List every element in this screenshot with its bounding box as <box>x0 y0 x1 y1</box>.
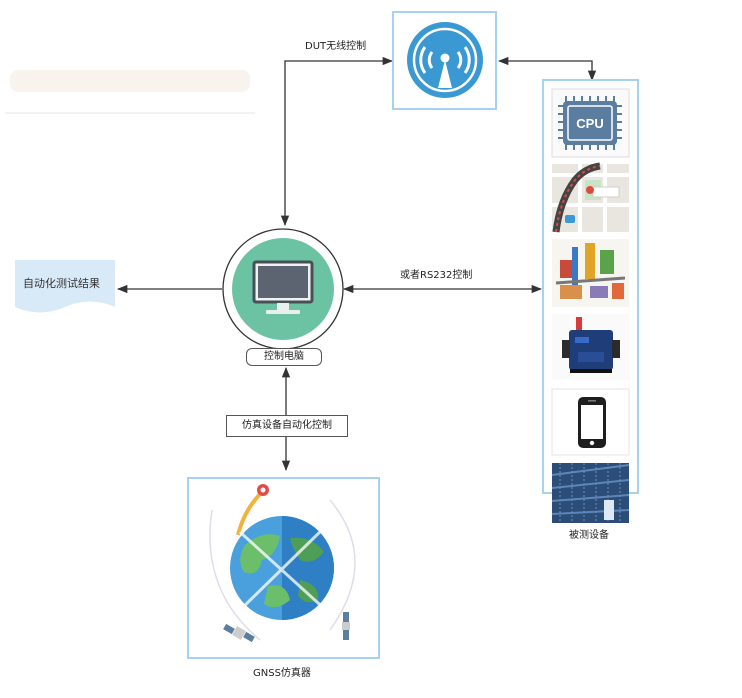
control-pc <box>222 228 344 350</box>
smartphone-icon <box>551 388 630 456</box>
industrial-scene-icon <box>552 239 629 307</box>
result-label: 自动化测试结果 <box>23 277 100 290</box>
cpu-chip-icon: CPU <box>551 88 630 158</box>
navigation-map-icon <box>552 162 629 233</box>
rf-module-icon <box>552 314 629 380</box>
gnss-simulator <box>187 477 380 659</box>
arrow-pc-wireless <box>280 56 394 227</box>
wifi-icon <box>407 22 483 98</box>
orbit-line <box>209 509 261 641</box>
control-pc-label: 控制电脑 <box>246 348 322 366</box>
wireless-controller <box>392 11 497 110</box>
orbit-line <box>329 499 356 631</box>
satellite-icon <box>223 623 255 643</box>
arrow-wireless-devices <box>497 56 597 82</box>
sim-auto-label: 仿真设备自动化控制 <box>226 415 348 437</box>
svg-text:CPU: CPU <box>576 116 603 131</box>
device-column: CPU <box>542 79 639 523</box>
dut-label: 被测设备 <box>569 530 609 541</box>
connectors <box>116 56 597 472</box>
earth-globe-icon <box>230 516 334 620</box>
faded-header-icon <box>5 70 255 114</box>
anechoic-chamber-icon <box>551 463 630 523</box>
gnss-simulator-label: GNSS仿真器 <box>253 668 311 679</box>
rs232-label: 或者RS232控制 <box>400 270 473 281</box>
monitor-icon <box>252 260 314 314</box>
satellite-icon <box>342 612 350 640</box>
rocket-icon <box>236 484 269 536</box>
result-document <box>15 260 115 313</box>
dut-wireless-label: DUT无线控制 <box>305 41 367 52</box>
